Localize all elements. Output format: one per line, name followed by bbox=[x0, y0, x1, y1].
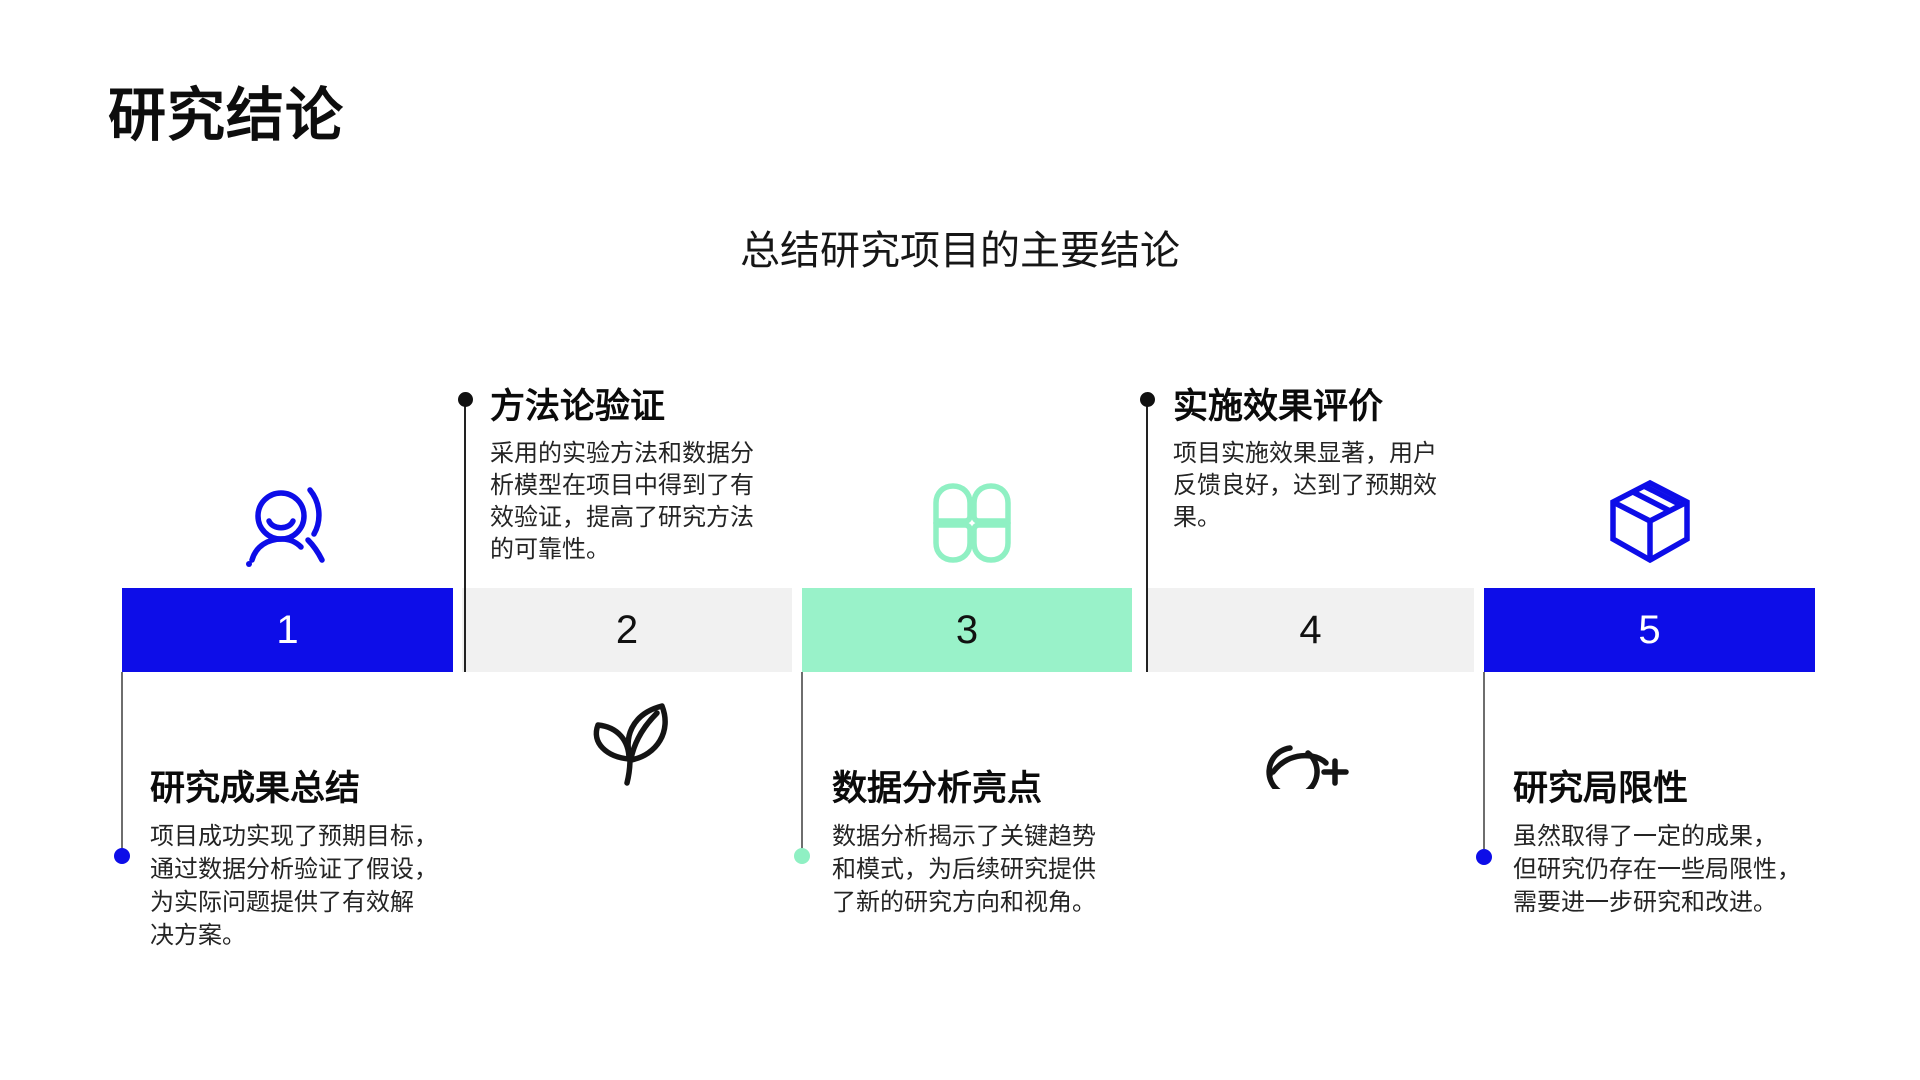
box-icon bbox=[1603, 476, 1697, 570]
leaf-icon bbox=[584, 697, 676, 789]
user-plus-icon bbox=[1261, 697, 1353, 789]
marker-dot-1 bbox=[114, 848, 130, 864]
connector-line-bottom-5 bbox=[1483, 672, 1485, 849]
connector-line-bottom-1 bbox=[121, 672, 123, 849]
connector-line-top-4 bbox=[1146, 406, 1148, 672]
callout-title-5: 研究局限性 bbox=[1513, 769, 1689, 808]
bullet-dot-4 bbox=[1140, 392, 1155, 407]
callout-description-1: 项目成功实现了预期目标， 通过数据分析验证了假设， 为实际问题提供了有效解 决方… bbox=[150, 823, 438, 949]
connector-line-bottom-3 bbox=[801, 672, 803, 849]
clover-icon bbox=[926, 477, 1018, 569]
timeline-segment-3: 3 bbox=[802, 588, 1132, 672]
timeline-segment-5: 5 bbox=[1484, 588, 1815, 672]
segment-number-1: 1 bbox=[276, 608, 299, 652]
callout-title-4: 实施效果评价 bbox=[1173, 387, 1384, 426]
page-subtitle: 总结研究项目的主要结论 bbox=[740, 229, 1180, 273]
timeline-segment-4: 4 bbox=[1147, 588, 1474, 672]
callout-description-4: 项目实施效果显著，用户 反馈良好，达到了预期效 果。 bbox=[1173, 440, 1437, 531]
page-title: 研究结论 bbox=[108, 83, 345, 148]
marker-dot-3 bbox=[794, 848, 810, 864]
timeline-segment-2: 2 bbox=[462, 588, 792, 672]
marker-dot-5 bbox=[1476, 849, 1492, 865]
bullet-dot-2 bbox=[458, 392, 473, 407]
callout-description-3: 数据分析揭示了关键趋势 和模式，为后续研究提供 了新的研究方向和视角。 bbox=[832, 823, 1096, 916]
segment-number-3: 3 bbox=[955, 608, 979, 652]
callout-title-2: 方法论验证 bbox=[490, 387, 666, 426]
connector-line-top-2 bbox=[464, 406, 466, 672]
segment-number-4: 4 bbox=[1299, 608, 1322, 652]
callout-description-5: 虽然取得了一定的成果， 但研究仍存在一些局限性， 需要进一步研究和改进。 bbox=[1513, 823, 1801, 916]
callout-description-2: 采用的实验方法和数据分 析模型在项目中得到了有 效验证，提高了研究方法 的可靠性… bbox=[490, 440, 754, 563]
segment-number-5: 5 bbox=[1638, 608, 1661, 652]
segment-number-2: 2 bbox=[615, 608, 639, 652]
timeline-segment-1: 1 bbox=[122, 588, 453, 672]
callout-title-3: 数据分析亮点 bbox=[832, 769, 1043, 808]
user-search-icon bbox=[240, 480, 336, 576]
callout-title-1: 研究成果总结 bbox=[150, 769, 361, 808]
